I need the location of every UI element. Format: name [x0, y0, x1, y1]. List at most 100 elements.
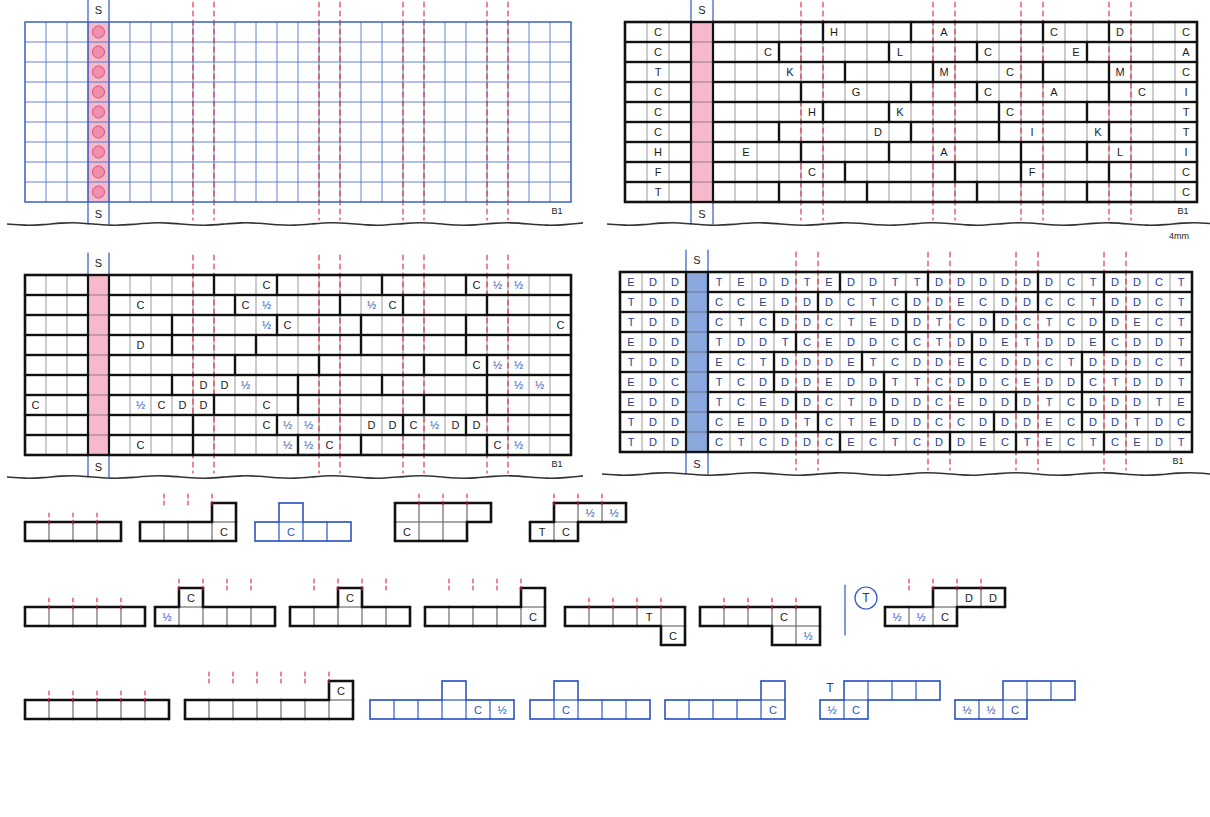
brick-letter: C: [654, 47, 662, 58]
piece-outline: [212, 540, 236, 543]
red-dashed-tick: [120, 691, 121, 705]
piece-cell: [442, 681, 466, 700]
grid-line: [445, 275, 446, 455]
piece-outline: [73, 606, 97, 609]
piece-outline: [338, 587, 362, 590]
piece-cell: [121, 607, 145, 626]
piece-outline: [145, 718, 169, 721]
brick-letter: C: [1001, 377, 1009, 388]
red-dashed-tick: [328, 672, 329, 686]
brick-outline: [298, 435, 361, 455]
piece-outline: [25, 718, 49, 721]
brick-letter: D: [759, 417, 767, 428]
brick-letter: C: [935, 377, 943, 388]
brick-outline: [889, 102, 999, 122]
brick-letter: ½: [535, 380, 544, 391]
brick-letter: T: [1178, 317, 1185, 328]
piece-outline: [513, 700, 514, 719]
piece-outline: [909, 606, 933, 609]
s-mark: S: [95, 209, 102, 220]
piece-cell: [554, 700, 578, 719]
piece-cell: [521, 588, 545, 607]
piece-outline: [724, 606, 748, 609]
piece-outline: [892, 699, 916, 700]
brick-outline: [403, 415, 466, 435]
piece-cell: [305, 700, 329, 719]
piece-outline: [97, 521, 121, 524]
piece-outline: [689, 718, 713, 719]
brick-outline: [109, 395, 214, 415]
piece-outline: [97, 606, 121, 609]
piece-outline: [613, 625, 637, 628]
brick-letter: C: [984, 87, 992, 98]
brick-outline: [911, 122, 999, 142]
black-brick-piece: [140, 494, 236, 541]
piece-outline: [188, 521, 212, 524]
brick-outline: [884, 372, 972, 392]
piece-outline: [1026, 700, 1027, 719]
piece-outline: [168, 700, 171, 719]
red-dashed-line: [932, 2, 933, 220]
piece-cell: [497, 607, 521, 626]
black-brick-piece: [185, 672, 353, 719]
brick-letter: I: [1184, 87, 1187, 98]
brick-letter: C: [242, 300, 250, 311]
brick-letter: D: [1111, 297, 1119, 308]
piece-cell: [602, 700, 626, 719]
piece-cell: [386, 607, 410, 626]
wall-panel: [7, 253, 583, 478]
piece-outline: [554, 680, 578, 681]
brick-letter: T: [1156, 397, 1163, 408]
piece-outline: [885, 625, 909, 628]
piece-outline: [909, 625, 933, 628]
brick-letter: C: [654, 127, 662, 138]
piece-letter: ½: [585, 507, 594, 518]
piece-outline: [254, 522, 255, 541]
brick-letter: E: [869, 317, 876, 328]
piece-outline: [843, 681, 844, 700]
brick-outline: [25, 335, 88, 355]
brick-letter: D: [759, 277, 767, 288]
brick-letter: C: [847, 297, 855, 308]
brick-letter: ½: [514, 280, 523, 291]
brick-letter: C: [891, 297, 899, 308]
piece-outline: [184, 700, 187, 719]
piece-cell: [25, 700, 49, 719]
brick-outline: [977, 42, 1087, 62]
brick-letter: C: [557, 320, 565, 331]
brick-letter: H: [808, 107, 816, 118]
piece-outline: [761, 680, 785, 681]
brick-letter: D: [803, 357, 811, 368]
brick-outline: [1104, 272, 1192, 292]
brick-letter: D: [649, 357, 657, 368]
piece-outline: [577, 681, 578, 700]
piece-outline: [473, 625, 497, 628]
wall-frame: [620, 272, 1192, 452]
piece-letter: T: [539, 526, 546, 537]
brick-letter: D: [1111, 417, 1119, 428]
piece-cell: [362, 607, 386, 626]
brick-letter: D: [957, 377, 965, 388]
piece-cell: [1003, 681, 1027, 700]
wall-frame: [25, 22, 571, 202]
piece-outline: [155, 625, 179, 628]
piece-cell: [425, 607, 449, 626]
piece-outline: [466, 699, 490, 700]
brick-outline: [972, 352, 1082, 372]
brick-outline: [708, 372, 774, 392]
piece-outline: [530, 540, 554, 543]
brick-letter: C: [389, 300, 397, 311]
s-column-dot: [93, 146, 105, 158]
red-dashed-tick: [187, 494, 188, 508]
brick-letter: C: [1111, 337, 1119, 348]
red-dashed-tick: [660, 598, 661, 612]
piece-outline: [916, 699, 940, 700]
piece-outline: [796, 606, 820, 609]
s-column-cell: [691, 102, 713, 122]
piece-cell: [602, 503, 626, 522]
brick-letter: D: [671, 357, 679, 368]
brick-outline: [884, 392, 1016, 412]
brick-outline: [713, 82, 801, 102]
red-dashed-tick: [96, 691, 97, 705]
